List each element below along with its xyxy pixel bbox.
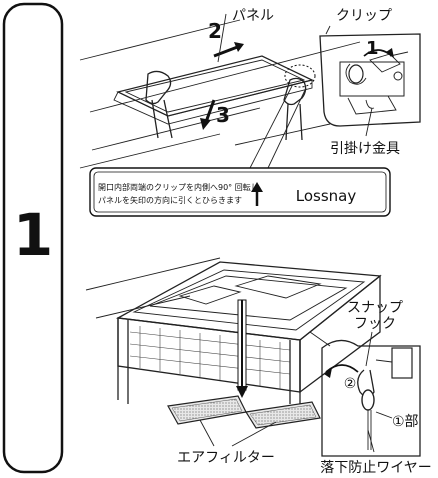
panel-label: パネル [232, 8, 274, 24]
instruction-label-card [89, 167, 391, 217]
up-arrow-icon [251, 182, 263, 192]
fall-prevention-wire-label: 落下防止ワイヤー [320, 460, 432, 476]
arrow-3-label: 3 [216, 103, 230, 127]
clip-detail-inset [319, 25, 421, 137]
down-arrow-icon [236, 386, 248, 398]
label-card-brand: Lossnay [296, 187, 357, 205]
filter-removal-illustration [85, 257, 382, 447]
air-filter-label: エアフィルター [177, 450, 275, 466]
step-number: 1 [13, 201, 53, 269]
snap-hook-label-line2: フック [354, 316, 396, 332]
snap-hook-detail-inset [309, 331, 421, 457]
detail-1-label: 1 [366, 38, 379, 59]
label-card-line2: パネルを矢印の方向に引くとひらきます [98, 195, 242, 205]
arrow-2-label: 2 [208, 19, 222, 43]
panel-opening-illustration: 2 3 [79, 19, 361, 169]
clip-label: クリップ [336, 8, 392, 24]
circle-2-label: ② [344, 376, 357, 392]
label-card-line1: 開口内部両端のクリップを内側へ90° 回転し [98, 182, 259, 192]
hook-bracket-label: 引掛け金具 [330, 141, 400, 157]
step-indicator-frame [2, 2, 64, 474]
part-1-label: ①部 [392, 414, 419, 430]
snap-hook-label-line1: スナップ [347, 300, 403, 316]
